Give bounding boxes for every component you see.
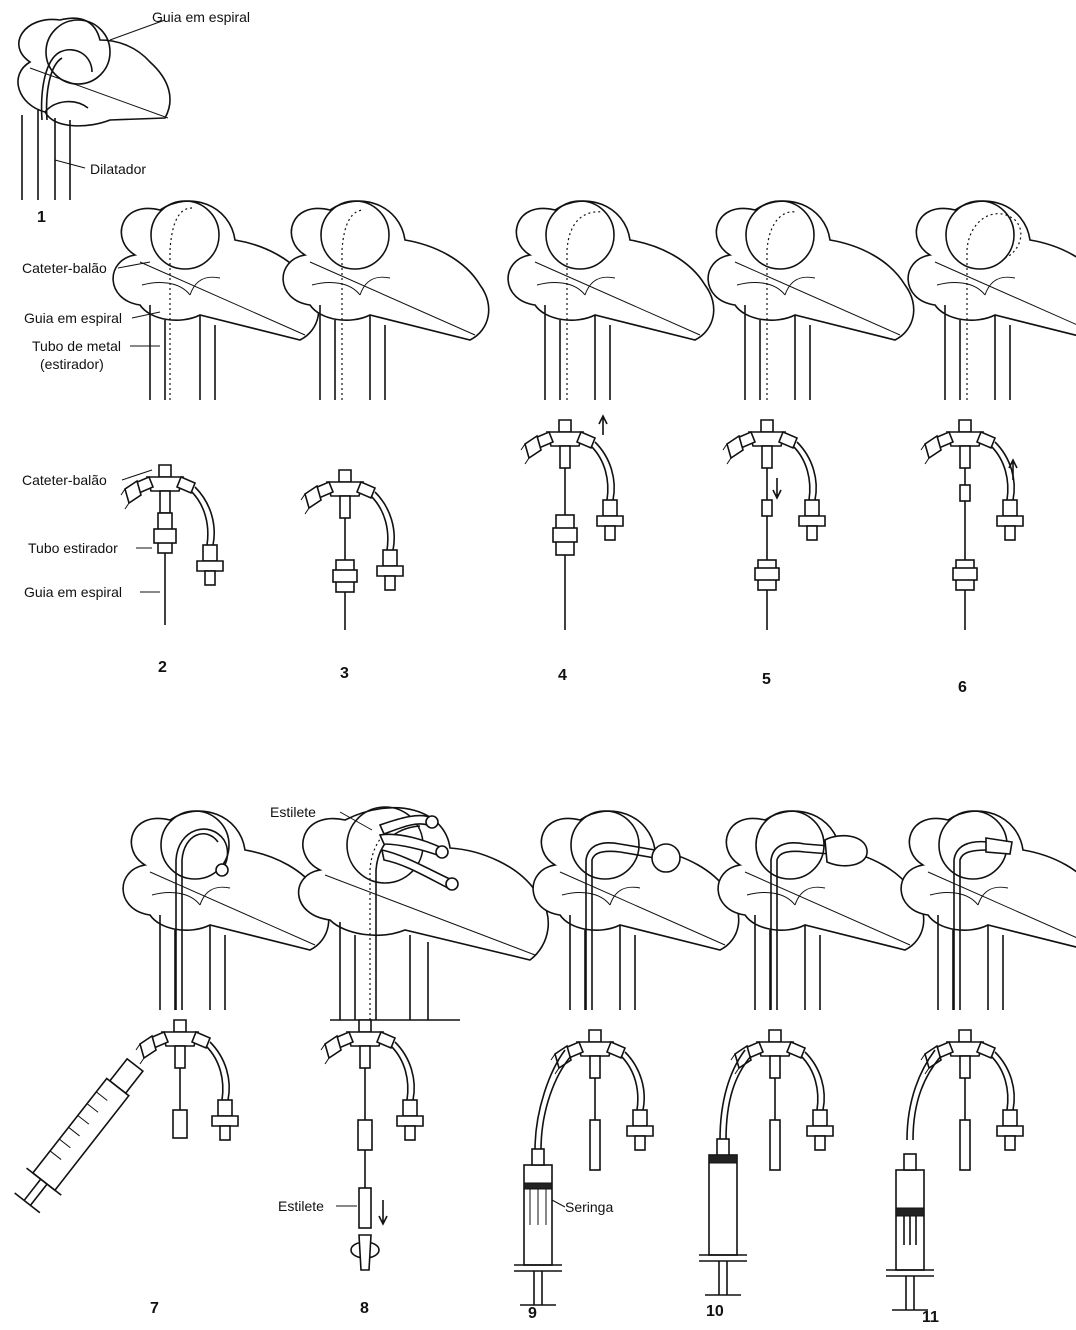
step-number-6: 6 bbox=[958, 679, 967, 696]
step-number-1: 1 bbox=[37, 209, 46, 226]
label-tubo-estirador: Tubo estirador bbox=[28, 540, 118, 556]
hub-11 bbox=[886, 1030, 1023, 1310]
step-number-5: 5 bbox=[762, 671, 771, 688]
step-number-8: 8 bbox=[360, 1300, 369, 1317]
label-dilatador: Dilatador bbox=[90, 161, 146, 177]
label-tubo-metal: Tubo de metal bbox=[32, 338, 121, 354]
heart-5 bbox=[708, 201, 914, 400]
hub-10 bbox=[699, 1030, 833, 1295]
label-guia-espiral-top: Guia em espiral bbox=[152, 9, 250, 25]
step-number-11: 11 bbox=[922, 1309, 939, 1326]
hub-8 bbox=[321, 1020, 423, 1270]
label-seringa: Seringa bbox=[565, 1199, 613, 1215]
heart-10 bbox=[718, 811, 924, 1010]
label-estilete-bottom: Estilete bbox=[278, 1198, 324, 1214]
label-guia-espiral-heart: Guia em espiral bbox=[24, 310, 122, 326]
hub-3 bbox=[301, 470, 403, 630]
heart-2 bbox=[113, 201, 319, 400]
hub-4 bbox=[521, 416, 623, 630]
hub-9 bbox=[514, 1030, 653, 1305]
heart-11 bbox=[901, 811, 1076, 1010]
hub-5 bbox=[723, 420, 825, 630]
heart-3 bbox=[283, 201, 489, 400]
label-estilete-top: Estilete bbox=[270, 804, 316, 820]
hub-6 bbox=[921, 420, 1023, 630]
step-number-9: 9 bbox=[528, 1305, 537, 1322]
step-number-7: 7 bbox=[150, 1300, 159, 1317]
heart-6 bbox=[908, 201, 1076, 400]
heart-8 bbox=[299, 807, 549, 1020]
heart-4 bbox=[508, 201, 714, 400]
step-number-3: 3 bbox=[340, 665, 349, 682]
heart-7 bbox=[123, 811, 329, 1010]
label-guia-espiral-hub: Guia em espiral bbox=[24, 584, 122, 600]
label-cateter-balao-hub: Cateter-balão bbox=[22, 472, 107, 488]
hub-7 bbox=[10, 1020, 238, 1216]
hub-2 bbox=[121, 465, 223, 625]
heart-9 bbox=[533, 811, 739, 1010]
label-cateter-balao-heart: Cateter-balão bbox=[22, 260, 107, 276]
step-number-2: 2 bbox=[158, 659, 167, 676]
step-number-4: 4 bbox=[558, 667, 567, 684]
step-number-10: 10 bbox=[706, 1303, 724, 1320]
label-estirador: (estirador) bbox=[40, 356, 104, 372]
